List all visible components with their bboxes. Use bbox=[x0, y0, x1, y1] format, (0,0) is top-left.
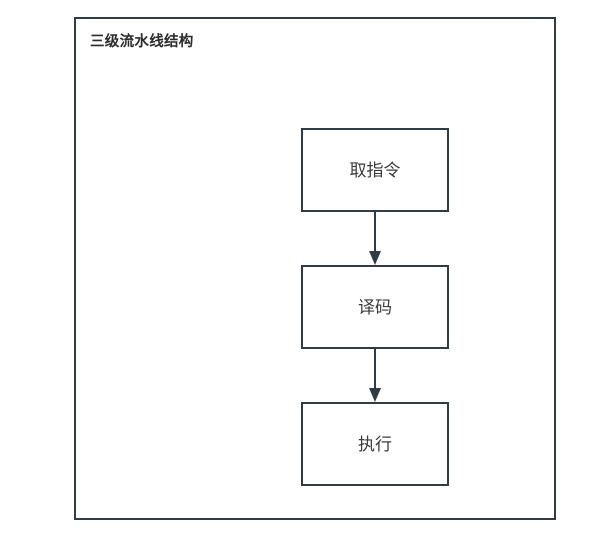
stage-node-decode[interactable]: 译码 bbox=[301, 265, 449, 349]
stage-node-execute[interactable]: 执行 bbox=[301, 402, 449, 486]
stage-node-label: 执行 bbox=[358, 434, 392, 454]
arrow-fetch-to-decode bbox=[368, 212, 382, 265]
container-title: 三级流水线结构 bbox=[90, 34, 194, 50]
stage-node-label: 译码 bbox=[358, 297, 392, 317]
arrow-head-icon bbox=[369, 251, 381, 265]
arrow-decode-to-execute bbox=[368, 349, 382, 402]
pipeline-container: 三级流水线结构 取指令 译码 执行 bbox=[74, 17, 556, 520]
arrow-head-icon bbox=[369, 388, 381, 402]
stage-column: 取指令 译码 执行 bbox=[300, 128, 450, 486]
arrow-shaft bbox=[374, 349, 376, 389]
stage-node-label: 取指令 bbox=[349, 160, 401, 180]
arrow-shaft bbox=[374, 212, 376, 252]
stage-node-fetch[interactable]: 取指令 bbox=[301, 128, 449, 212]
